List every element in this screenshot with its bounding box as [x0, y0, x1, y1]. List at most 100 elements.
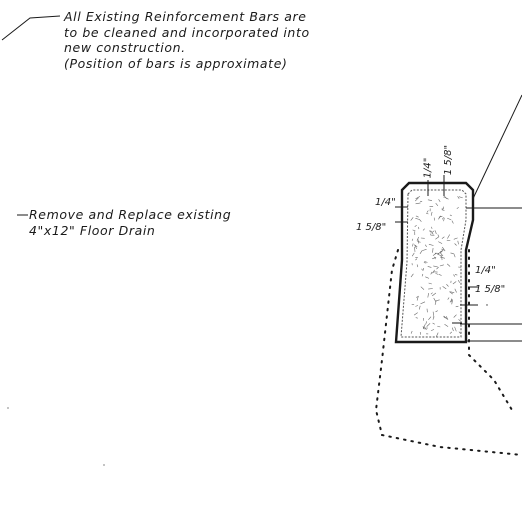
aggregate-speckle [439, 249, 444, 254]
aggregate-speckle [432, 292, 437, 297]
aggregate-speckle [415, 317, 418, 319]
aggregate-speckle [428, 282, 432, 285]
aggregate-speckle [451, 220, 454, 224]
aggregate-speckle [414, 244, 418, 248]
aggregate-speckle [441, 209, 445, 211]
aggregate-speckle [446, 283, 449, 287]
aggregate-speckle [435, 230, 437, 235]
dimension-arrows [395, 175, 478, 324]
reinforcement-note-line-4: (Position of bars is approximate) [64, 55, 288, 71]
aggregate-speckle [450, 252, 454, 254]
aggregate-speckle [428, 288, 433, 290]
aggregate-speckle [420, 200, 423, 202]
aggregate-speckle [438, 199, 441, 203]
existing-right-dotted-line [468, 249, 513, 411]
aggregate-speckle [447, 297, 450, 300]
aggregate-speckle [456, 207, 459, 209]
aggregate-speckle [437, 251, 442, 255]
aggregate-speckle [429, 230, 432, 233]
aggregate-speckle [450, 291, 455, 294]
floor-drain-note: Remove and Replace existing 4"x12" Floor… [29, 207, 231, 238]
aggregate-speckle [457, 240, 459, 245]
top-right-leader-line [469, 94, 522, 206]
reinforcement-note: All Existing Reinforcement Bars are to b… [64, 9, 310, 71]
aggregate-speckle [447, 234, 450, 239]
aggregate-speckle [441, 255, 443, 261]
aggregate-speckle [413, 312, 418, 316]
aggregate-speckle [428, 244, 434, 246]
aggregate-speckle [451, 299, 453, 305]
aggregate-speckle [432, 248, 434, 253]
aggregate-speckle [415, 218, 420, 220]
aggregate-speckle [415, 305, 419, 307]
concrete-curb-section [394, 181, 475, 344]
aggregate-speckle [422, 267, 424, 271]
aggregate-speckle [426, 210, 429, 213]
aggregate-speckle [445, 316, 449, 321]
aggregate-speckle [425, 212, 429, 215]
aggregate-speckle [452, 327, 454, 332]
dim-label-left-five-eighths: 1 5/8" [356, 222, 387, 233]
aggregate-speckle [415, 258, 418, 261]
reinforcement-note-line-1: All Existing Reinforcement Bars are [64, 9, 307, 24]
aggregate-speckle [419, 305, 421, 310]
aggregate-speckle [442, 286, 447, 290]
aggregate-speckle [430, 271, 433, 275]
aggregate-speckle [457, 196, 460, 199]
aggregate-speckle [421, 268, 423, 271]
aggregate-speckle [424, 261, 428, 263]
aggregate-speckle [425, 321, 427, 325]
aggregate-speckle [433, 297, 437, 303]
aggregate-speckle [432, 257, 437, 260]
aggregate-speckle [416, 264, 419, 268]
aggregate-speckle [430, 329, 435, 331]
aggregate-speckle [458, 319, 461, 322]
aggregate-speckle [454, 288, 457, 293]
floor-drain-note-line-2: 4"x12" Floor Drain [29, 222, 156, 238]
aggregate-speckle [414, 244, 417, 250]
aggregate-speckle [453, 237, 458, 240]
aggregate-speckle [422, 228, 425, 231]
aggregate-speckle [428, 316, 432, 320]
aggregate-speckle [435, 203, 439, 206]
existing-structure-dotted-outline [374, 249, 522, 456]
aggregate-speckle [438, 241, 443, 244]
aggregate-speckle [446, 263, 451, 267]
aggregate-speckle [416, 296, 419, 298]
aggregate-speckle [430, 233, 432, 236]
aggregate-speckle [425, 244, 427, 247]
aggregate-speckle [435, 236, 440, 240]
aggregate-speckle [419, 250, 423, 254]
aggregate-speckle [443, 316, 446, 319]
aggregate-speckle [422, 249, 427, 251]
aggregate-speckle [443, 315, 448, 320]
aggregate-speckle [412, 243, 414, 247]
aggregate-speckle [443, 217, 445, 222]
dim-label-top-five-eighths: 1 5/8" [443, 144, 455, 176]
aggregate-speckle [453, 314, 457, 318]
aggregate-speckle [427, 199, 433, 201]
aggregate-speckle [430, 211, 433, 216]
aggregate-speckle [416, 295, 419, 301]
aggregate-speckle [435, 299, 440, 302]
aggregate-speckle [430, 230, 434, 235]
aggregate-speckle [443, 196, 448, 199]
aggregate-speckle [458, 196, 463, 199]
aggregate-speckle [440, 252, 444, 257]
aggregate-speckle [435, 310, 438, 313]
aggregate-speckle [414, 225, 417, 227]
aggregate-speckle [414, 246, 416, 252]
aggregate-speckle [417, 241, 421, 243]
aggregate-speckle [432, 311, 434, 316]
aggregate-speckle [425, 276, 430, 279]
aggregate-speckle [410, 217, 414, 221]
aggregate-speckle [441, 236, 445, 239]
aggregate-speckle [415, 215, 419, 218]
aggregate-speckle [423, 262, 427, 264]
aggregate-speckle [411, 252, 415, 257]
aggregate-speckle [432, 322, 435, 325]
aggregate-speckle [422, 324, 426, 329]
aggregate-speckle [436, 332, 439, 337]
aggregate-speckle [430, 292, 433, 295]
